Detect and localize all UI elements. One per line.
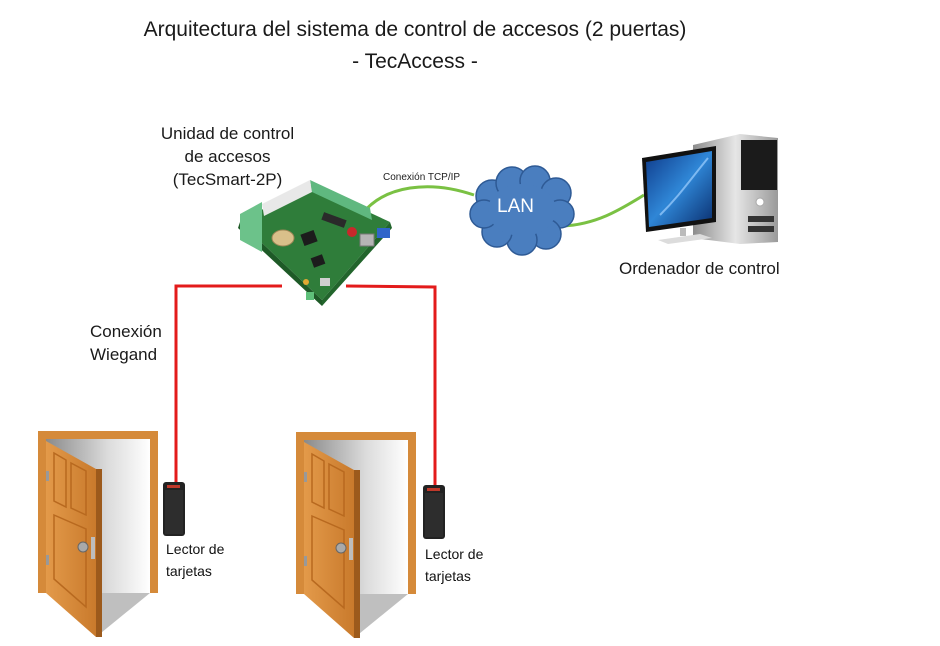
- tcpip-link: [360, 185, 475, 215]
- wiegand-label-line2: Wiegand: [90, 345, 158, 364]
- open-door-icon: [37, 430, 159, 638]
- lan-to-computer-link: [561, 193, 645, 228]
- wiegand-label-line1: Conexión: [90, 322, 162, 341]
- reader-label-line1: Lector de: [425, 546, 484, 562]
- controller-label-line1: Unidad de control: [160, 124, 295, 143]
- diagram-subtitle: - TecAccess -: [352, 50, 478, 73]
- computer-label: Ordenador de control: [619, 259, 780, 278]
- reader-label-line2: tarjetas: [166, 563, 212, 579]
- reader-label-door-1: Lector de tarjetas: [166, 538, 224, 582]
- open-door-icon: [295, 431, 417, 639]
- controller-label: Unidad de control de accesos (TecSmart-2…: [140, 122, 315, 191]
- wiegand-wire-door-1: [174, 284, 282, 486]
- lan-label: LAN: [497, 196, 534, 217]
- wiegand-label: Conexión Wiegand: [90, 320, 162, 366]
- controller-label-line2: de accesos: [184, 147, 271, 166]
- card-reader-icon: [163, 482, 185, 536]
- reader-label-line1: Lector de: [166, 541, 225, 557]
- reader-label-line2: tarjetas: [425, 568, 471, 584]
- controller-label-line3: (TecSmart-2P): [172, 170, 283, 189]
- card-reader-icon: [423, 485, 445, 539]
- wiegand-wire-door-2: [345, 284, 437, 490]
- tcpip-label: Conexión TCP/IP: [383, 172, 461, 183]
- diagram-title: Arquitectura del sistema de control de a…: [143, 18, 687, 41]
- reader-label-door-2: Lector de tarjetas: [425, 543, 483, 587]
